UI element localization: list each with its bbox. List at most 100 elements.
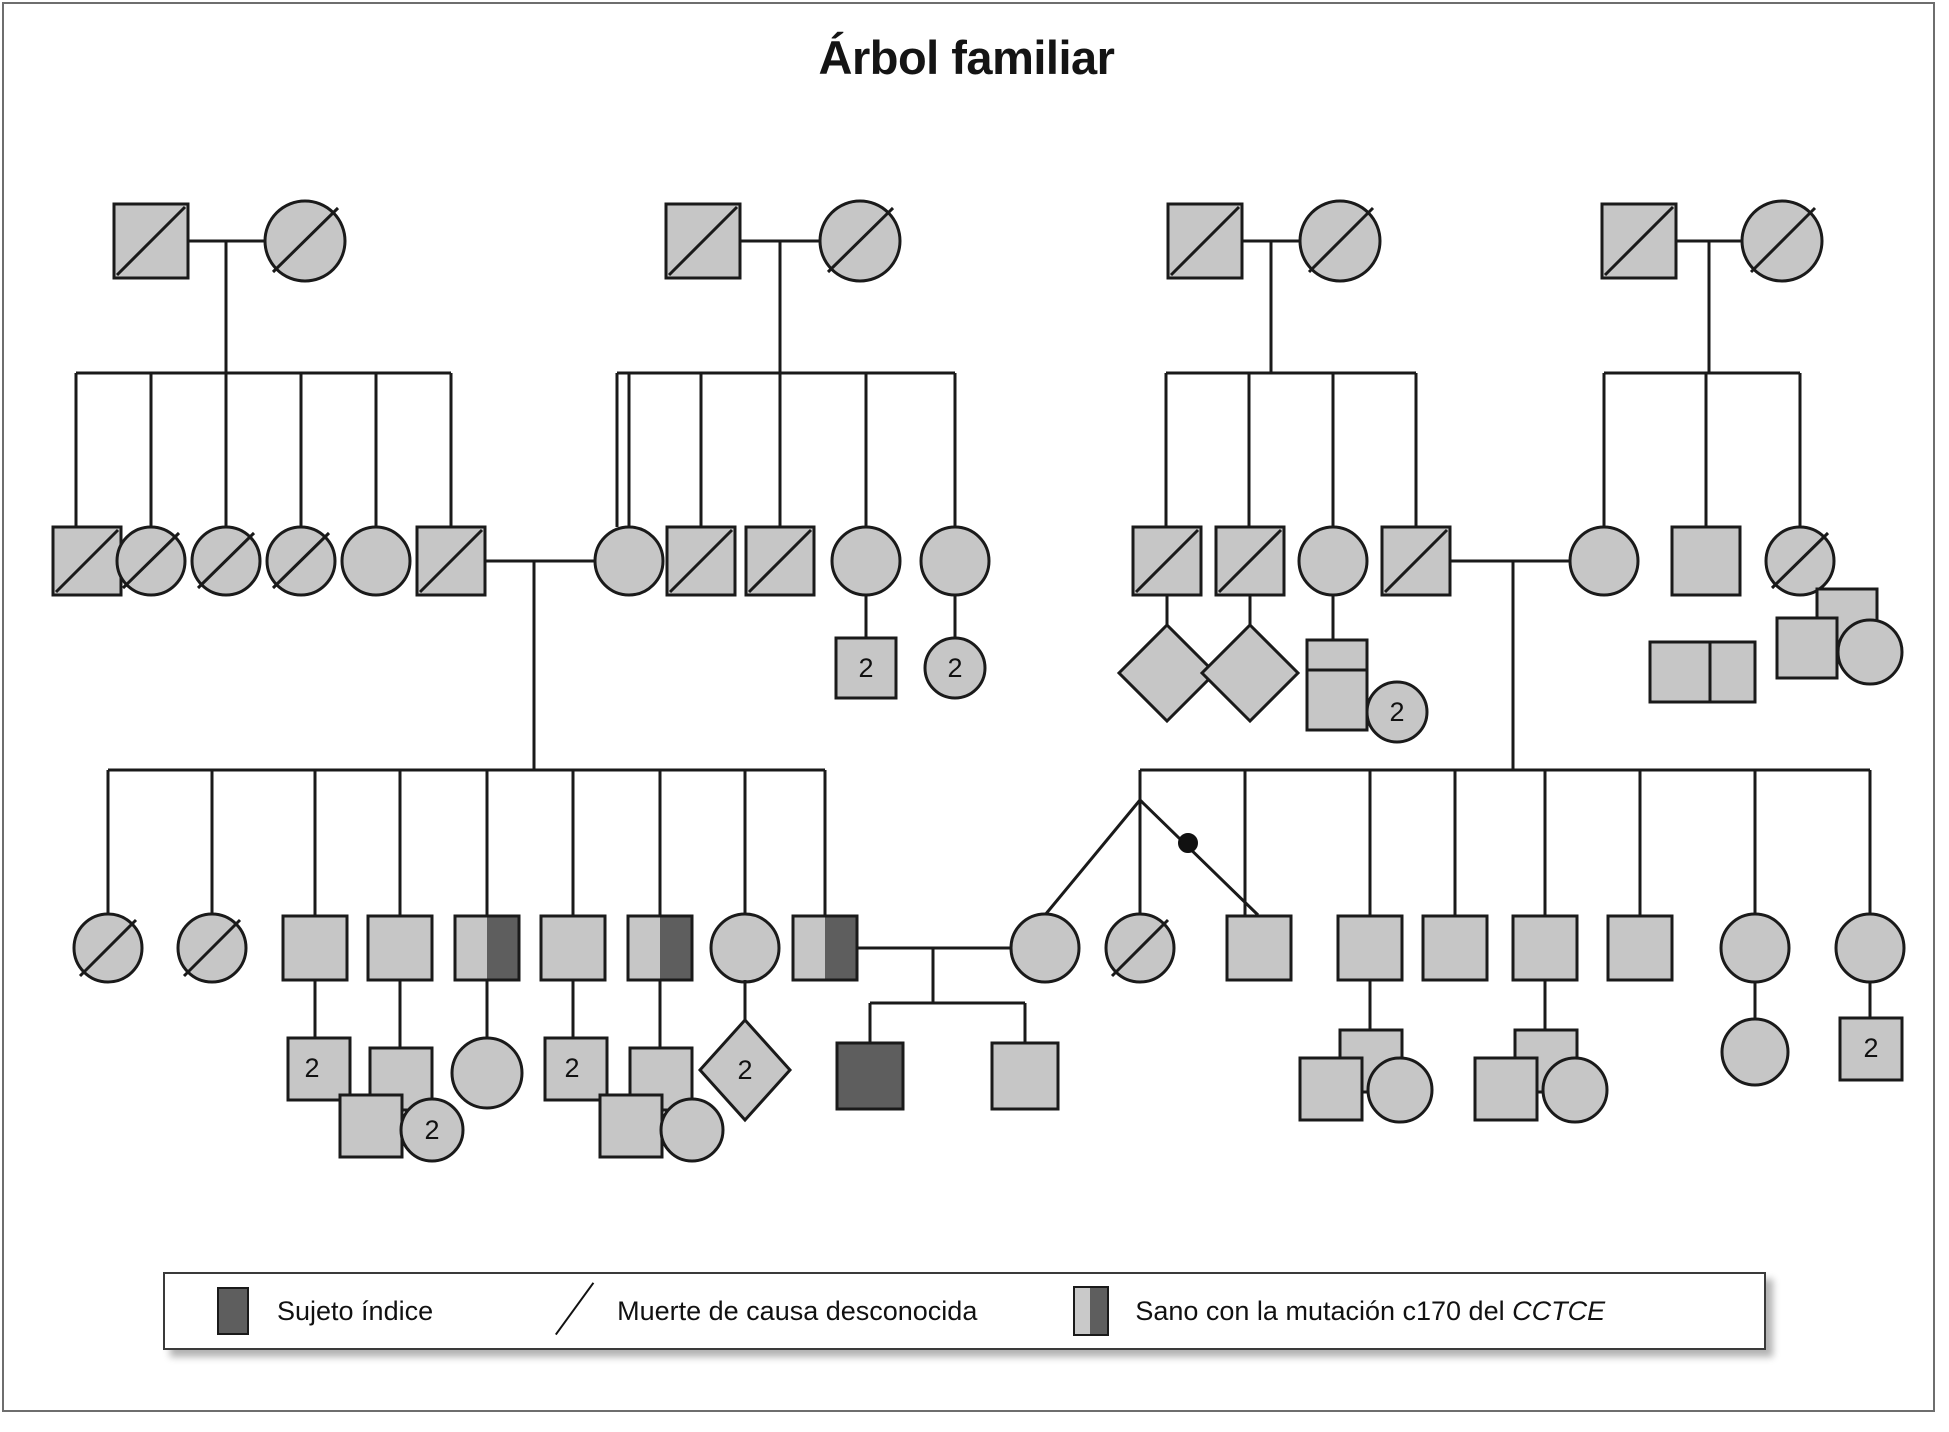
- legend-label-index-subject: Sujeto índice: [277, 1295, 434, 1326]
- person-circle[interactable]: [1834, 912, 1906, 984]
- person-circle[interactable]: [1541, 1056, 1609, 1124]
- gen1-couple-2: [664, 199, 902, 373]
- deceased-slash-icon: [196, 531, 256, 590]
- person-circle[interactable]: [1836, 618, 1904, 686]
- deceased-slash-icon: [182, 918, 242, 978]
- gen3-right-individuals: [1009, 912, 1906, 984]
- legend-item-index-subject: Sujeto índice: [217, 1274, 433, 1348]
- person-circle[interactable]: [1719, 912, 1791, 984]
- deceased-slash-icon: [826, 206, 895, 274]
- deceased-slash-icon: [78, 918, 138, 978]
- person-square[interactable]: [1648, 640, 1712, 704]
- person-square-multiple[interactable]: [543, 1036, 609, 1102]
- twin-line: [1043, 799, 1142, 916]
- person-circle[interactable]: [1297, 525, 1369, 597]
- person-square[interactable]: [539, 914, 607, 982]
- legend-label-unknown-death: Muerte de causa desconocida: [617, 1295, 978, 1326]
- person-square-multiple[interactable]: [834, 636, 898, 700]
- person-circle-multiple[interactable]: [1365, 680, 1429, 744]
- person-square[interactable]: [1670, 525, 1742, 597]
- person-square-multiple[interactable]: [1305, 668, 1369, 732]
- deceased-slash-icon: [1603, 205, 1675, 277]
- person-diamond-multiple[interactable]: [697, 1017, 793, 1123]
- deceased-slash-icon: [54, 528, 120, 594]
- deceased-slash-icon: [1134, 528, 1200, 594]
- person-square[interactable]: [366, 914, 434, 982]
- legend-label-carrier-prefix: Sano con la mutación c170 del: [1135, 1295, 1513, 1326]
- deceased-slash-icon: [1749, 206, 1817, 274]
- person-diamond-unknown-sex[interactable]: [1199, 622, 1301, 724]
- person-circle[interactable]: [1366, 1056, 1434, 1124]
- person-diamond-unknown-sex[interactable]: [1116, 622, 1218, 724]
- deceased-slash-icon: [271, 531, 331, 590]
- person-square[interactable]: [1298, 1056, 1364, 1122]
- gen2-sibship-bar-3: [1164, 371, 1418, 527]
- deceased-slash-icon: [1110, 918, 1170, 978]
- person-square-carrier[interactable]: [626, 914, 694, 982]
- gen2-sibship-bar-4: [1602, 371, 1802, 527]
- gen1-couple-3: [1166, 199, 1382, 373]
- gen3-sibship-bar-left: [106, 768, 827, 915]
- person-circle[interactable]: [659, 1097, 725, 1163]
- filled-square-swatch-icon: [217, 1287, 249, 1335]
- gen3-left-individuals: [72, 912, 859, 984]
- index-subject-family: [835, 946, 1060, 1111]
- person-circle-multiple[interactable]: [399, 1097, 465, 1163]
- sibling-count-label: 2: [564, 1053, 579, 1083]
- person-square-multiple[interactable]: [1838, 1016, 1904, 1082]
- deceased-slash-icon: [1383, 528, 1449, 594]
- deceased-slash-icon: [121, 531, 181, 590]
- person-circle[interactable]: [340, 525, 412, 597]
- person-circle[interactable]: [1568, 525, 1640, 597]
- person-square[interactable]: [1775, 616, 1839, 680]
- gen3-sibship-bar-right: [1043, 768, 1872, 917]
- gen1-couple-4: [1600, 199, 1824, 373]
- person-circle[interactable]: [830, 525, 902, 597]
- person-circle[interactable]: [1009, 912, 1081, 984]
- legend-item-unknown-death: Muerte de causa desconocida: [551, 1274, 977, 1348]
- person-square[interactable]: [1606, 914, 1674, 982]
- sibling-count-label: 2: [737, 1055, 752, 1085]
- deceased-slash-icon: [1307, 206, 1375, 274]
- deceased-slash-icon: [747, 528, 813, 594]
- person-circle-multiple[interactable]: [923, 636, 987, 700]
- pregnancy-loss-dot-icon[interactable]: [1178, 833, 1198, 853]
- gen4-right-descendants: 2: [1298, 980, 1904, 1124]
- sibling-count-label: 2: [1389, 697, 1404, 727]
- sibling-count-label: 2: [858, 653, 873, 683]
- person-circle[interactable]: [450, 1036, 524, 1110]
- person-square[interactable]: [1511, 914, 1579, 982]
- person-circle[interactable]: [593, 525, 665, 597]
- person-circle[interactable]: [919, 525, 991, 597]
- half-filled-square-swatch-icon: [1073, 1286, 1110, 1336]
- deceased-slash-icon: [1770, 531, 1830, 590]
- person-square-multiple[interactable]: [286, 1036, 352, 1102]
- sibling-count-label: 2: [947, 653, 962, 683]
- person-square-carrier-index-parent[interactable]: [791, 914, 859, 982]
- person-square[interactable]: [281, 914, 349, 982]
- person-square[interactable]: [598, 1093, 664, 1159]
- gen2-sibship-bar-2: [615, 371, 957, 527]
- person-square[interactable]: [990, 1041, 1060, 1111]
- person-square-index-subject[interactable]: [835, 1041, 905, 1111]
- person-square[interactable]: [1473, 1056, 1539, 1122]
- gen1-couple-1: [112, 199, 347, 373]
- person-square[interactable]: [1225, 914, 1293, 982]
- person-square-carrier[interactable]: [453, 914, 521, 982]
- deceased-slash-icon: [418, 528, 484, 594]
- deceased-slash-icon: [1217, 528, 1283, 594]
- deceased-slash-icon: [115, 205, 187, 277]
- person-square[interactable]: [1421, 914, 1489, 982]
- person-square[interactable]: [1336, 914, 1404, 982]
- sibling-count-label: 2: [304, 1053, 319, 1083]
- diagonal-slash-line-icon: [551, 1284, 595, 1338]
- deceased-slash-icon: [667, 205, 739, 277]
- person-circle[interactable]: [709, 912, 781, 984]
- person-circle[interactable]: [1720, 1017, 1790, 1087]
- deceased-slash-icon: [1169, 205, 1241, 277]
- deceased-slash-icon: [668, 528, 734, 594]
- legend-label-carrier-gene: CCTCE: [1512, 1295, 1606, 1326]
- person-square[interactable]: [338, 1093, 404, 1159]
